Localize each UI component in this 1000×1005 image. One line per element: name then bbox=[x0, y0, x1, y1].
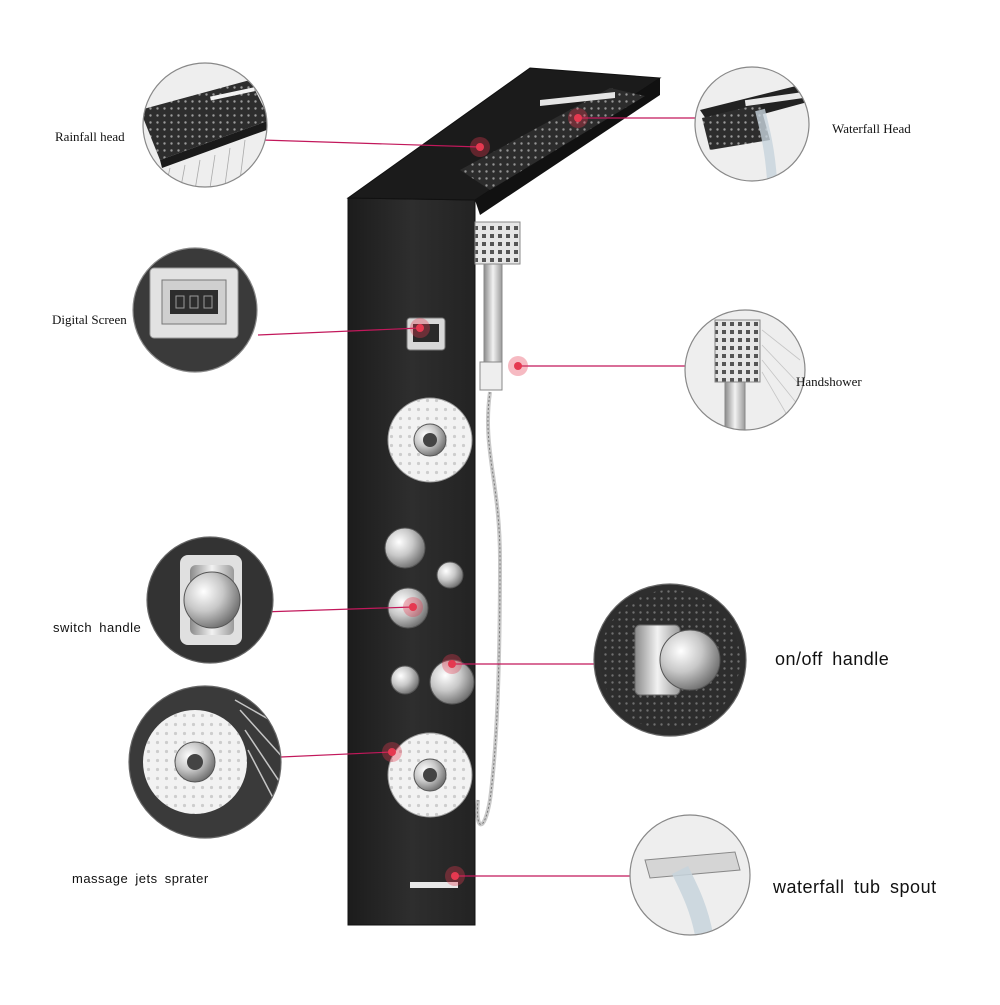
label-on-off-handle: on/off handle bbox=[775, 649, 890, 669]
small-jet-1 bbox=[436, 561, 464, 589]
marker-massage bbox=[382, 742, 402, 762]
thumb-massage-jets bbox=[128, 685, 282, 839]
leader-switch bbox=[261, 606, 414, 613]
handshower-device bbox=[474, 221, 521, 827]
thumb-rainfall-head bbox=[142, 62, 268, 188]
thumb-switch-handle bbox=[146, 536, 274, 664]
marker-tubspout bbox=[445, 866, 465, 886]
leader-digital bbox=[257, 327, 421, 336]
marker-rainfall bbox=[470, 137, 490, 157]
leader-rainfall bbox=[261, 139, 481, 148]
label-digital-screen: Digital Screen bbox=[52, 312, 127, 327]
body-jet-upper bbox=[387, 397, 473, 483]
thumb-digital-screen bbox=[132, 247, 258, 373]
label-handshower: Handshower bbox=[796, 374, 862, 389]
label-rainfall-head: Rainfall head bbox=[55, 129, 125, 144]
marker-handshower bbox=[508, 356, 528, 376]
thumb-on-off-handle bbox=[593, 583, 747, 737]
leader-massage bbox=[280, 751, 393, 758]
marker-onoff bbox=[442, 654, 462, 674]
markers bbox=[382, 108, 588, 886]
leader-lines bbox=[257, 117, 700, 877]
small-jet-2 bbox=[390, 665, 420, 695]
marker-digital bbox=[410, 318, 430, 338]
diverter-knob bbox=[384, 527, 426, 569]
marker-waterfall bbox=[568, 108, 588, 128]
thumb-tub-spout bbox=[629, 814, 751, 936]
tub-spout-slot bbox=[410, 882, 458, 888]
thumb-waterfall-head bbox=[694, 66, 810, 182]
marker-switch bbox=[403, 597, 423, 617]
label-switch-handle: switch handle bbox=[53, 620, 142, 635]
shower-panel bbox=[346, 67, 662, 926]
body-jet-lower bbox=[387, 732, 473, 818]
label-tub-spout: waterfall tub spout bbox=[773, 877, 937, 897]
waterfall-slot bbox=[540, 92, 615, 106]
thumb-handshower bbox=[684, 309, 806, 431]
label-massage-jets: massage jets sprater bbox=[72, 871, 209, 886]
rain-holes bbox=[460, 88, 645, 190]
label-waterfall-head: Waterfall Head bbox=[832, 121, 911, 136]
